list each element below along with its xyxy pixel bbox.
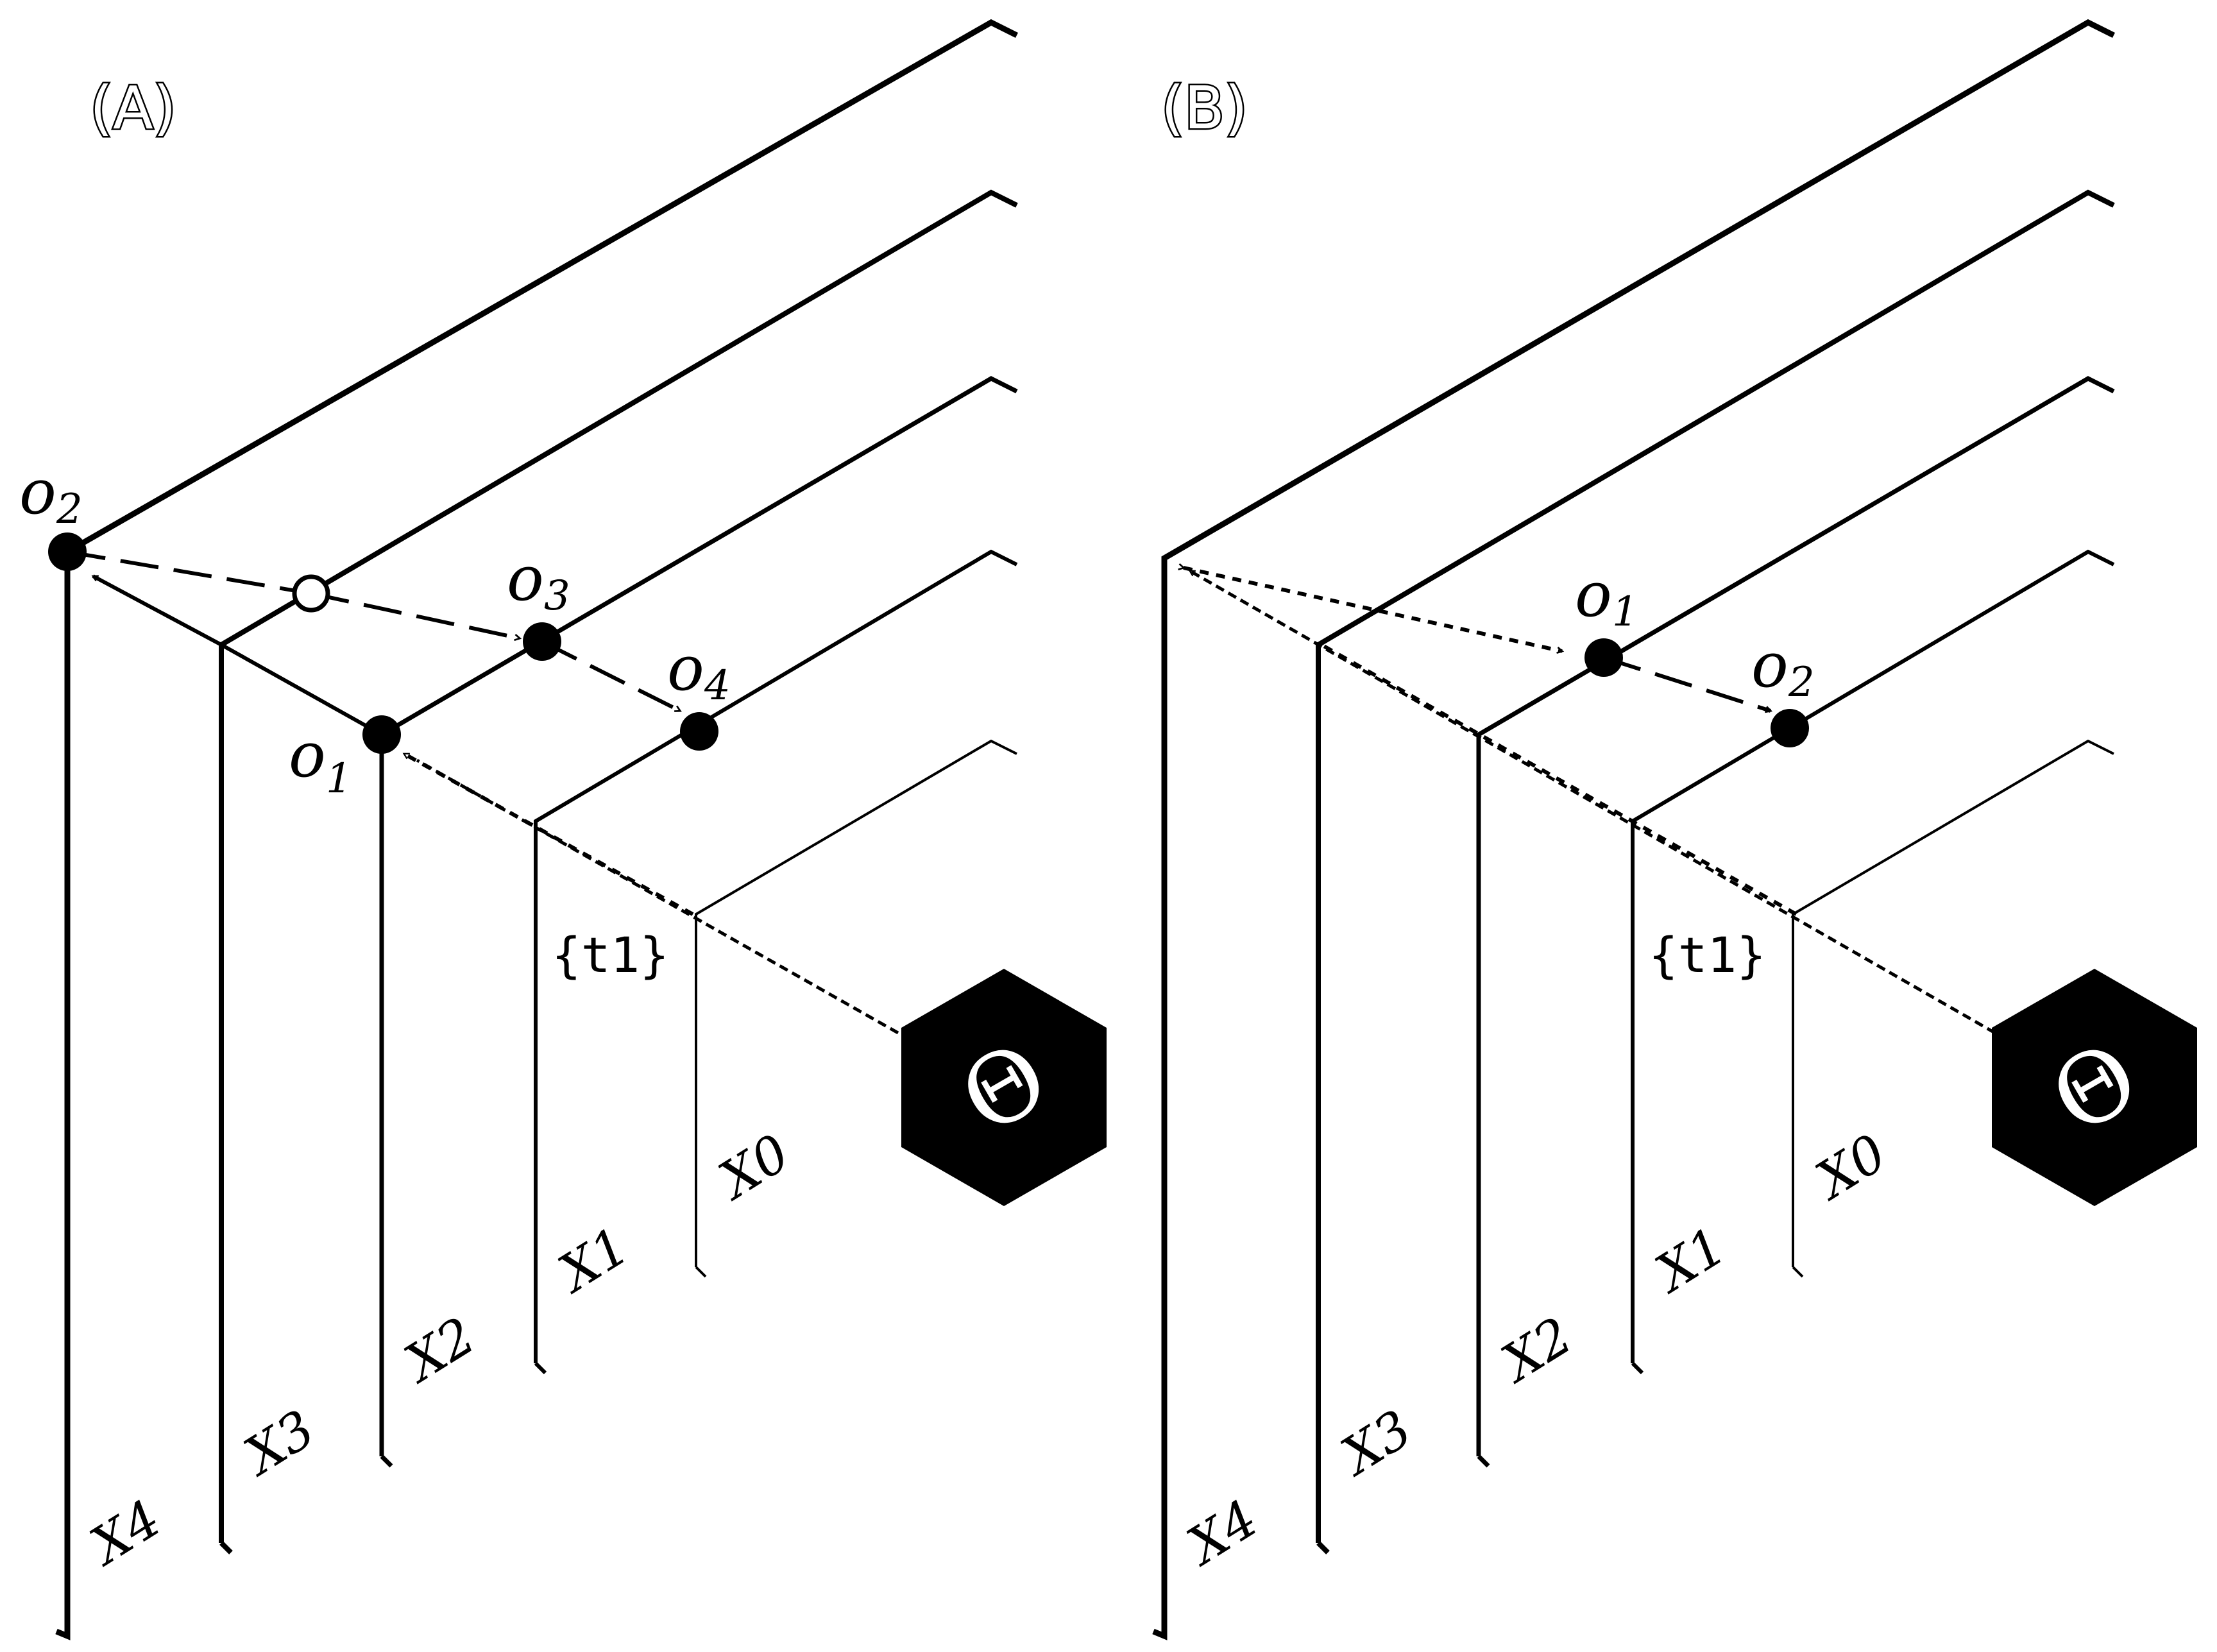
edge-o2-to-mid	[67, 550, 312, 595]
axis-label-x3-b: X3	[1329, 1399, 1422, 1488]
node-hollow-a	[292, 574, 330, 613]
svg-text:1: 1	[326, 755, 352, 803]
arrow-o1-to-o2	[91, 574, 383, 737]
axis-frame-x3-b	[1316, 189, 2115, 1554]
label-o1-b: o 1	[1575, 559, 1638, 636]
svg-text:o: o	[289, 719, 326, 791]
axis-frame-x4	[55, 19, 1019, 1640]
svg-text:2: 2	[56, 486, 83, 533]
source-hexagon-a: Θ	[901, 969, 1107, 1206]
axis-label-x2-b: X2	[1489, 1306, 1583, 1395]
label-o4-a: o 4	[667, 633, 731, 710]
axis-frame-x2-b	[1476, 376, 2115, 1468]
axis-label-x0-b: X0	[1803, 1123, 1897, 1212]
axis-frame-x3	[219, 189, 1018, 1554]
arrow-o3-to-o4	[541, 640, 682, 713]
panel-a-label: (A)	[90, 74, 176, 142]
axis-frame-x1-b	[1631, 549, 2115, 1375]
node-o4-a	[680, 712, 718, 751]
axis-frame-x4-b	[1152, 19, 2116, 1640]
panel-b-label: (B)	[1161, 74, 1248, 142]
source-path-b	[1320, 643, 1797, 916]
svg-text:4: 4	[704, 662, 731, 710]
svg-text:o: o	[1751, 629, 1788, 701]
panel-a: (A) X4 X3 X2 X1 X0 {t1} o 2	[19, 19, 1107, 1640]
axis-frame-x1	[534, 549, 1018, 1375]
label-o2-a: o 2	[19, 456, 83, 533]
node-o2-a	[48, 532, 87, 571]
axis-frame-x0	[695, 739, 1017, 1278]
arrow-x4-o1-b	[1178, 563, 1565, 654]
svg-text:o: o	[19, 456, 56, 528]
axis-label-x4: X4	[78, 1488, 171, 1578]
panel-b: (B) X4 X3 X2 X1 X0 {t1} o 1 o 2 Θ	[1152, 19, 2197, 1640]
svg-text:2: 2	[1788, 659, 1815, 706]
svg-text:o: o	[507, 543, 544, 615]
axis-label-x0: X0	[706, 1123, 800, 1212]
axis-label-x2: X2	[392, 1306, 486, 1395]
time-label-b: {t1}	[1649, 926, 1766, 984]
time-label-a: {t1}	[552, 926, 669, 984]
label-o3-a: o 3	[507, 543, 570, 620]
axis-frame-x0-b	[1792, 739, 2114, 1278]
svg-text:1: 1	[1612, 588, 1638, 636]
node-o2-b	[1771, 709, 1809, 747]
label-o1-a: o 1	[289, 719, 352, 803]
axis-label-x4-b: X4	[1175, 1488, 1268, 1578]
axis-label-x1-b: X1	[1643, 1216, 1737, 1305]
node-o3-a	[523, 622, 561, 661]
svg-text:o: o	[1575, 559, 1612, 631]
arrow-source-to-x4-b	[1188, 569, 1996, 1035]
arrow-mid-to-o3	[310, 592, 522, 642]
axis-label-x1: X1	[546, 1216, 640, 1305]
label-o2-b: o 2	[1751, 629, 1815, 706]
svg-text:o: o	[667, 633, 704, 704]
source-hexagon-b: Θ	[1992, 969, 2197, 1206]
axis-frame-x2	[379, 376, 1018, 1468]
node-o1-b	[1584, 638, 1623, 677]
node-o1-a	[362, 715, 401, 754]
arrow-o1-to-o2-b	[1603, 656, 1773, 713]
axis-label-x3: X3	[232, 1399, 325, 1488]
arrow-source-to-o1	[402, 752, 694, 916]
svg-text:3: 3	[544, 572, 570, 620]
